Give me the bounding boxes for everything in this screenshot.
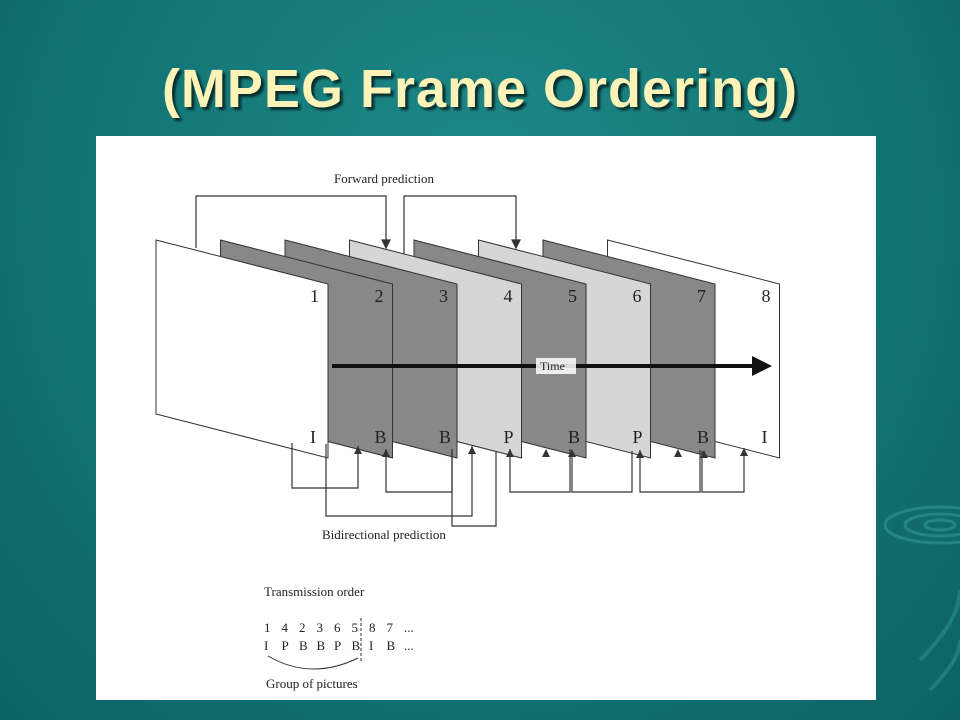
transmission_types-item: P [282,638,289,653]
transmission_types-item: I [264,638,268,653]
frame-7-number: 7 [697,286,706,306]
frame-6-number: 6 [633,286,642,306]
frame-1-type: I [310,427,316,447]
transmission_types-item: B [317,638,326,653]
transmission_numbers-item: 8 [369,620,376,635]
transmission_types-item: ... [404,638,414,653]
transmission_numbers-item: 3 [317,620,324,635]
bidirectional-prediction-label: Bidirectional prediction [322,527,446,542]
time-label: Time [540,359,565,373]
frame-5-number: 5 [568,286,577,306]
slide-title: (MPEG Frame Ordering) [161,59,799,119]
frame-3-type: B [439,427,451,447]
frame-2-type: B [375,427,387,447]
transmission_types-item: P [334,638,341,653]
frame-4-number: 4 [504,286,513,306]
transmission_numbers-item: 5 [352,620,359,635]
frame-7-type: B [697,427,709,447]
transmission_types-item: I [369,638,373,653]
gop-bracket [267,655,359,670]
frame-2-number: 2 [375,286,384,306]
transmission-order-title: Transmission order [264,584,365,599]
forward-prediction-arrows [195,195,521,254]
gop-label: Group of pictures [266,676,358,691]
time-axis: Time [332,356,772,376]
frame-5-type: B [568,427,580,447]
transmission_numbers-item: 4 [282,620,289,635]
transmission_numbers-item: ... [404,620,414,635]
frame-8-type: I [762,427,768,447]
frame-stack: 8I 7B 6P 5B 4P 3B 2B 1I [155,239,780,459]
ripple-decoration [883,505,960,692]
transmission_numbers-item: 7 [387,620,394,635]
frame-1 [155,239,329,459]
frame-1-number: 1 [310,286,319,306]
transmission_numbers-item: 1 [264,620,271,635]
frame-6-type: P [633,427,643,447]
transmission_types-item: B [299,638,308,653]
frame-8-number: 8 [762,286,771,306]
bidirectional-arrows [291,443,748,527]
transmission_types-item: B [387,638,396,653]
transmission_numbers-item: 2 [299,620,306,635]
transmission_types-item: B [352,638,361,653]
forward-prediction-label: Forward prediction [334,171,435,186]
transmission_numbers-item: 6 [334,620,341,635]
frame-4-type: P [504,427,514,447]
frame-3-number: 3 [439,286,448,306]
